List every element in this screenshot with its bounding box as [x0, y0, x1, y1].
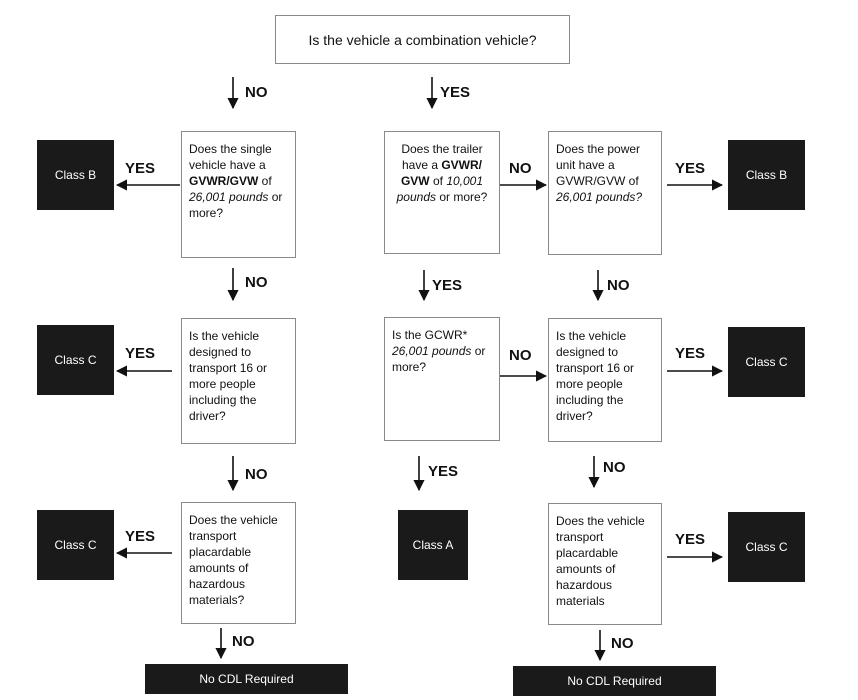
label-mid-q1-no: NO	[509, 160, 532, 177]
right-q1-part-2: 26,001 pounds?	[556, 190, 643, 204]
label-left-q3-no: NO	[232, 633, 255, 650]
label-mid-q2-yes: YES	[428, 463, 459, 480]
root-question-text: Is the vehicle a combination vehicle?	[308, 31, 537, 48]
right-q2-text: Is the vehicle designed to transport 16 …	[556, 329, 635, 423]
mid-q1-part-2: GVWR/	[441, 158, 483, 172]
right-question-1: Does the power unit have a GVWR/GVW of 2…	[548, 131, 662, 255]
mid-q2-part-2: 26,001 pounds	[392, 344, 472, 358]
left-q1-part-2: GVWR/GVW	[189, 174, 259, 188]
left-question-1: Does the single vehicle have a GVWR/GVW …	[181, 131, 296, 258]
left-question-3: Does the vehicle transport placardable a…	[181, 502, 296, 624]
left-result-class-c-2-text: Class C	[54, 538, 97, 552]
mid-q2-part-3: or more?	[392, 344, 486, 374]
left-result-class-c-1: Class C	[37, 325, 114, 395]
right-result-class-b: Class B	[728, 140, 805, 210]
label-right-q2-no: NO	[603, 459, 626, 476]
label-right-q1-no: NO	[607, 277, 630, 294]
left-q1-part-1: Does the single vehicle have a	[189, 142, 272, 172]
label-left-q1-no: NO	[245, 274, 268, 291]
right-final-no-cdl-text: No CDL Required	[567, 674, 662, 688]
left-result-class-b-text: Class B	[54, 168, 97, 182]
right-result-class-c-1-text: Class C	[745, 355, 788, 369]
mid-q1-part-4: GVW	[400, 174, 430, 188]
mid-q2-part-1: Is the GCWR*	[392, 328, 468, 342]
left-q3-text: Does the vehicle transport placardable a…	[189, 513, 278, 607]
label-left-q2-yes: YES	[125, 345, 156, 362]
mid-q1-part-7: or more?	[436, 190, 488, 204]
mid-q1-part-6: 10,001 pounds	[396, 174, 484, 204]
right-question-2: Is the vehicle designed to transport 16 …	[548, 318, 662, 442]
middle-result-class-a: Class A	[398, 510, 468, 580]
label-left-q1-yes: YES	[125, 160, 156, 177]
middle-result-class-a-text: Class A	[412, 538, 454, 552]
right-result-class-c-2-text: Class C	[745, 540, 788, 554]
right-final-no-cdl: No CDL Required	[513, 666, 716, 696]
left-result-class-c-2: Class C	[37, 510, 114, 580]
right-question-3: Does the vehicle transport placardable a…	[548, 503, 662, 625]
left-question-2: Is the vehicle designed to transport 16 …	[181, 318, 296, 444]
label-right-q3-yes: YES	[675, 531, 706, 548]
left-result-class-b: Class B	[37, 140, 114, 210]
label-mid-q2-no: NO	[509, 347, 532, 364]
middle-question-2: Is the GCWR* 26,001 pounds or more?	[384, 317, 500, 441]
label-left-q2-no: NO	[245, 466, 268, 483]
right-q3-text: Does the vehicle transport placardable a…	[556, 514, 645, 608]
mid-q1-part-1: Does the trailer have a	[401, 142, 483, 172]
middle-question-1: Does the trailer have a GVWR/ GVW of 10,…	[384, 131, 500, 254]
right-result-class-b-text: Class B	[745, 168, 788, 182]
label-left-q3-yes: YES	[125, 528, 156, 545]
root-question-box: Is the vehicle a combination vehicle?	[275, 15, 570, 64]
left-q1-part-4: 26,001 pounds	[189, 190, 269, 204]
left-final-no-cdl: No CDL Required	[145, 664, 348, 694]
left-q1-part-5: or more?	[189, 190, 283, 220]
label-root-yes: YES	[440, 84, 471, 101]
label-right-q1-yes: YES	[675, 160, 706, 177]
right-result-class-c-1: Class C	[728, 327, 805, 397]
label-right-q3-no: NO	[611, 635, 634, 652]
left-q2-text: Is the vehicle designed to transport 16 …	[189, 329, 268, 423]
left-result-class-c-1-text: Class C	[54, 353, 97, 367]
left-final-no-cdl-text: No CDL Required	[199, 672, 294, 686]
mid-q1-part-5: of	[429, 174, 447, 188]
label-root-no: NO	[245, 84, 268, 101]
label-mid-q1-yes: YES	[432, 277, 463, 294]
right-q1-part-1: Does the power unit have a GVWR/GVW of	[556, 142, 641, 188]
left-q1-part-3: of	[258, 174, 272, 188]
right-result-class-c-2: Class C	[728, 512, 805, 582]
label-right-q2-yes: YES	[675, 345, 706, 362]
